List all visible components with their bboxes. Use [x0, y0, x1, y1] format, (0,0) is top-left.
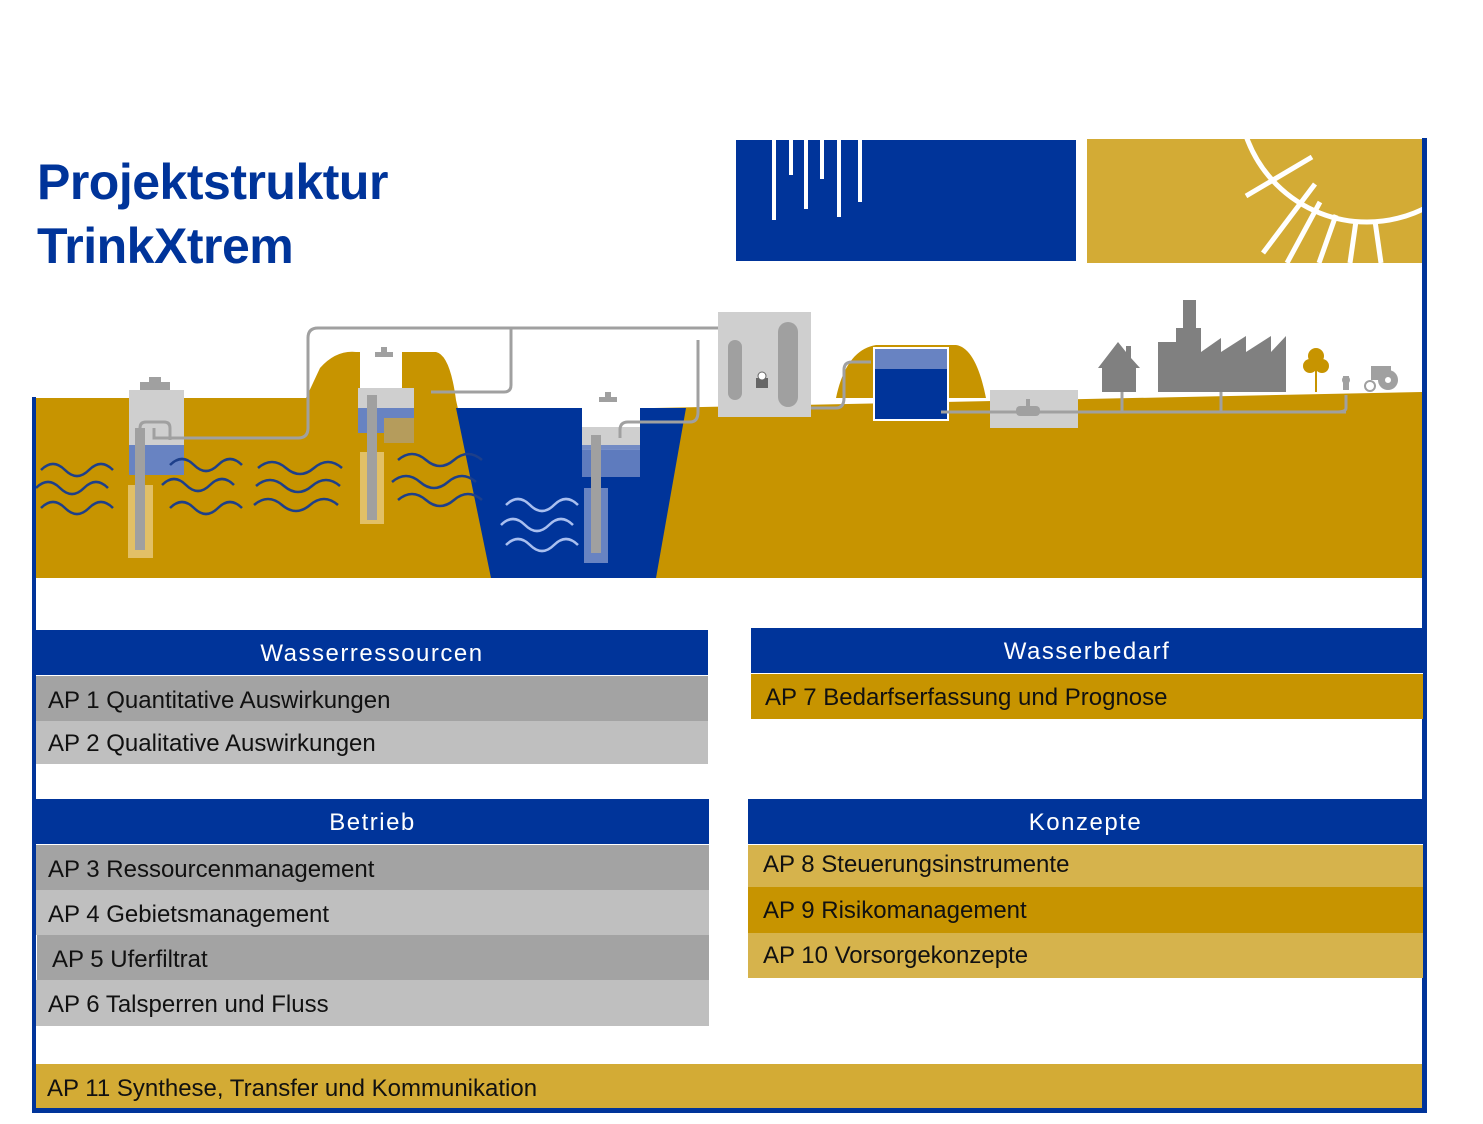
frame-bottom-border: [32, 1108, 1427, 1113]
group-header-wasserbedarf: Wasserbedarf: [751, 628, 1423, 674]
work-package-ap2[interactable]: AP 2 Qualitative Auswirkungen: [36, 721, 708, 764]
treatment-plant-icon: [718, 312, 811, 417]
page-title: Projektstruktur TrinkXtrem: [37, 150, 388, 278]
work-package-ap4[interactable]: AP 4 Gebietsmanagement: [36, 890, 709, 935]
house-icon: [1098, 342, 1140, 392]
group-konzepte: Konzepte AP 8 Steuerungsinstrumente AP 9…: [748, 799, 1423, 978]
title-line-1: Projektstruktur: [37, 154, 388, 210]
pump-icon: [990, 390, 1078, 428]
group-betrieb: Betrieb AP 3 Ressourcenmanagement AP 4 G…: [36, 799, 709, 1026]
work-package-ap3[interactable]: AP 3 Ressourcenmanagement: [36, 845, 709, 890]
tractor-icon: [1364, 366, 1398, 392]
group-wasserbedarf: Wasserbedarf AP 7 Bedarfserfassung und P…: [751, 628, 1423, 719]
rain-icon: [772, 140, 862, 220]
work-package-ap5[interactable]: AP 5 Uferfiltrat: [36, 935, 709, 980]
work-package-ap1[interactable]: AP 1 Quantitative Auswirkungen: [36, 676, 708, 721]
well-icon: [128, 377, 184, 558]
title-line-2: TrinkXtrem: [37, 218, 294, 274]
water-tank-icon: [873, 347, 949, 421]
work-package-ap10[interactable]: AP 10 Vorsorgekonzepte: [748, 933, 1423, 978]
water-supply-illustration: [35, 296, 1422, 580]
group-header-konzepte: Konzepte: [748, 799, 1423, 845]
work-package-ap7[interactable]: AP 7 Bedarfserfassung und Prognose: [751, 674, 1423, 719]
hydrant-icon: [1342, 376, 1350, 390]
rain-panel: [736, 140, 1076, 261]
tree-icon: [1303, 348, 1329, 392]
sun-icon: [1244, 139, 1423, 263]
frame-right-border: [1422, 138, 1427, 1113]
work-package-ap6[interactable]: AP 6 Talsperren und Fluss: [36, 980, 709, 1026]
frame-left-border: [32, 397, 36, 1112]
group-header-wasserressourcen: Wasserressourcen: [36, 630, 708, 676]
group-header-betrieb: Betrieb: [36, 799, 709, 845]
work-package-ap9[interactable]: AP 9 Risikomanagement: [748, 887, 1423, 933]
work-package-ap8[interactable]: AP 8 Steuerungsinstrumente: [748, 845, 1423, 887]
factory-icon: [1158, 296, 1286, 392]
work-package-ap11[interactable]: AP 11 Synthese, Transfer und Kommunikati…: [36, 1064, 1422, 1108]
sun-panel: [1087, 139, 1423, 263]
groundwater-flow-icon: [35, 452, 483, 516]
bank-filtration-icon: [358, 347, 414, 524]
reservoir-icon: [582, 392, 640, 563]
group-wasserressourcen: Wasserressourcen AP 1 Quantitative Auswi…: [36, 630, 708, 764]
